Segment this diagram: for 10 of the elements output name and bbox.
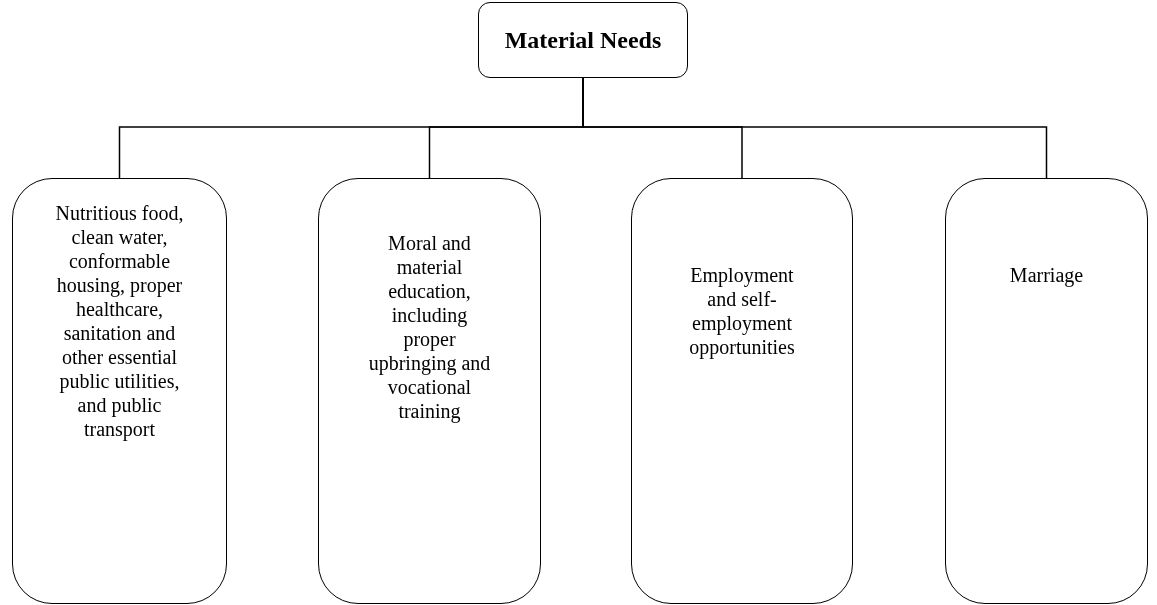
root-box [478, 2, 688, 78]
need-text: Employment and self-employment opportunities [688, 263, 796, 359]
category-box [631, 178, 853, 604]
category-box [12, 178, 227, 604]
need-text: Moral and material education, including proper upbringing and vocational training [367, 231, 492, 423]
title-text: Material Needs [504, 25, 662, 55]
need-text: Marriage [1008, 263, 1085, 287]
category-box [945, 178, 1148, 604]
category-box [318, 178, 541, 604]
need-text: Nutritious food, clean water, conformable housing, proper healthcare, sanitation and other essential public utilities, and public transport [55, 201, 184, 441]
